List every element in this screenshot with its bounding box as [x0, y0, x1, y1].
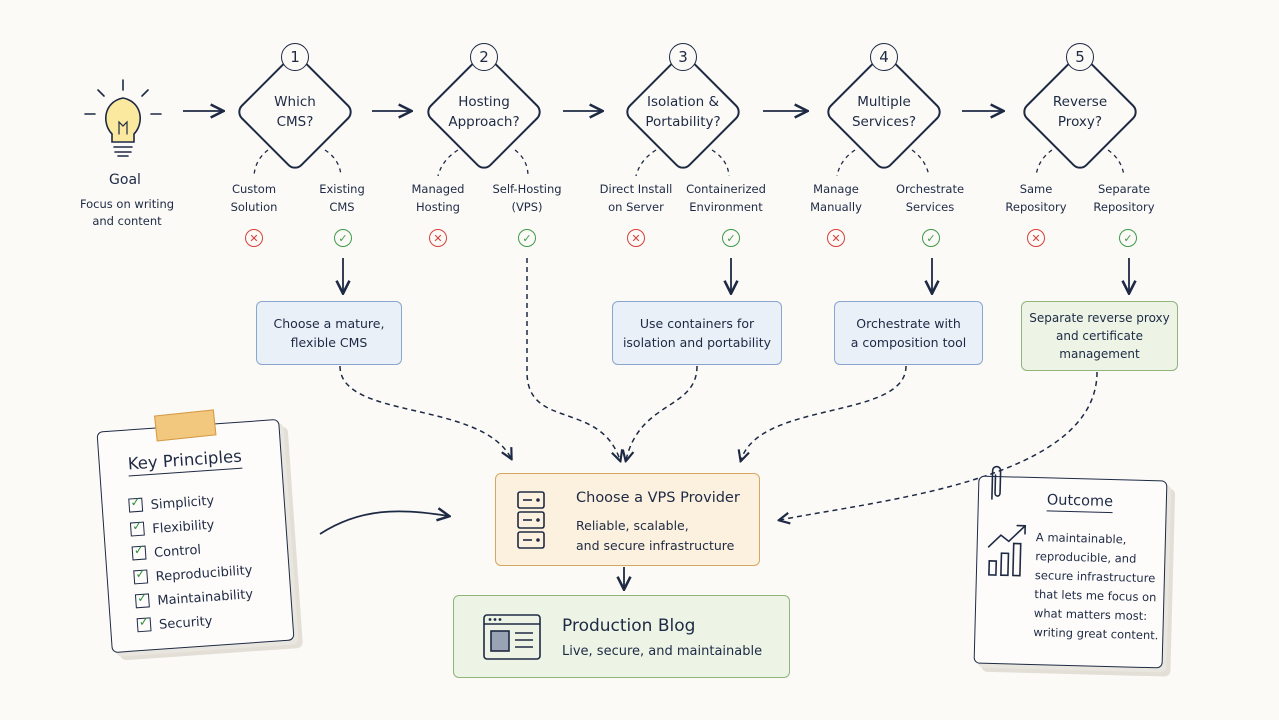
checkbox-icon [136, 617, 152, 633]
decision-box-reverse-proxy: Separate reverse proxy and certificate m… [1021, 301, 1178, 371]
reject-x-icon: ✕ [245, 229, 263, 247]
lightbulb-icon [84, 79, 162, 157]
reject-x-icon: ✕ [1027, 229, 1045, 247]
checkbox-icon [134, 593, 150, 609]
option-label: Separate Repository [1093, 182, 1155, 214]
converge-line [339, 365, 511, 458]
goal-subtitle: Focus on writing and content [79, 197, 175, 228]
browser-window-icon [483, 614, 541, 660]
accept-check-icon: ✓ [722, 229, 740, 247]
decision-diamond-1: Which CMS? [230, 47, 360, 177]
branch-line [253, 149, 269, 177]
diamond-question: Multiple Services? [851, 94, 917, 130]
vps-title: Choose a VPS Provider [576, 490, 740, 506]
tape-decoration [154, 409, 217, 442]
option-label: Manage Manually [810, 182, 862, 214]
principle-label: Reproducibility [155, 563, 253, 585]
option-label: Custom Solution [230, 182, 278, 214]
checkbox-icon [131, 545, 147, 561]
accept-check-icon: ✓ [334, 229, 352, 247]
decision-box-containers: Use containers for isolation and portabi… [612, 301, 782, 365]
step-number-badge: 3 [669, 43, 697, 71]
step-number-badge: 1 [281, 43, 309, 71]
branch-line [437, 149, 459, 177]
option-label: Direct Install on Server [599, 182, 673, 214]
production-blog-box: Production Blog Live, secure, and mainta… [453, 595, 790, 678]
option-label: Managed Hosting [411, 182, 465, 214]
converge-line [741, 365, 907, 460]
option-label: Existing CMS [319, 182, 365, 214]
principle-item: Maintainability [134, 586, 254, 610]
principle-label: Simplicity [150, 493, 215, 514]
converge-line [626, 365, 698, 460]
branch-line [1107, 149, 1125, 177]
reject-x-icon: ✕ [827, 229, 845, 247]
principle-item: Control [131, 542, 202, 563]
step-number-badge: 4 [870, 43, 898, 71]
reject-x-icon: ✕ [627, 229, 645, 247]
branch-line [1035, 149, 1053, 177]
outcome-card: Outcome A maintainable, reproducible, an… [973, 465, 1168, 669]
option-label: Same Repository [1005, 182, 1067, 214]
accept-check-icon: ✓ [922, 229, 940, 247]
goal-title: Goal [109, 172, 141, 188]
vps-provider-box: Choose a VPS Provider Reliable, scalable… [495, 473, 760, 566]
branch-line [514, 149, 529, 177]
checkbox-icon [128, 497, 144, 513]
step-number-badge: 2 [470, 43, 498, 71]
production-title: Production Blog [562, 616, 696, 636]
option-label: Self-Hosting (VPS) [492, 182, 562, 214]
principle-item: Security [136, 613, 213, 634]
converge-line [526, 258, 620, 460]
server-stack-icon [517, 491, 545, 549]
branch-line [911, 149, 930, 177]
branch-line [635, 149, 657, 177]
step-number-badge: 5 [1066, 43, 1094, 71]
diamond-question: Isolation & Portability? [645, 94, 721, 130]
diamond-question: Reverse Proxy? [1052, 94, 1108, 130]
reject-x-icon: ✕ [429, 229, 447, 247]
converge-line [780, 371, 1098, 520]
decision-diamond-2: Hosting Approach? [419, 47, 549, 177]
option-label: Orchestrate Services [895, 182, 965, 214]
principle-label: Control [153, 542, 202, 561]
outcome-text: A maintainable, reproducible, and secure… [1033, 530, 1159, 643]
principle-item: Simplicity [128, 493, 215, 515]
decision-diamond-5: Reverse Proxy? [1015, 47, 1145, 177]
principle-item: Flexibility [129, 517, 215, 539]
decision-box-orchestration: Orchestrate with a composition tool [834, 301, 983, 365]
principles-title: Key Principles [127, 446, 243, 477]
production-subtitle: Live, secure, and maintainable [562, 644, 763, 659]
diamond-question: Which CMS? [274, 94, 316, 130]
accept-check-icon: ✓ [1119, 229, 1137, 247]
checkbox-icon [129, 521, 145, 537]
branch-line [836, 149, 856, 177]
checkbox-icon [133, 569, 149, 585]
branch-line [711, 149, 730, 177]
decision-diamond-3: Isolation & Portability? [618, 47, 748, 177]
decision-diamond-4: Multiple Services? [819, 47, 949, 177]
option-label: Containerized Environment [686, 182, 766, 214]
decision-box-cms: Choose a mature, flexible CMS [256, 301, 402, 365]
diamond-question: Hosting Approach? [448, 94, 520, 130]
key-principles-card: Key Principles Simplicity Flexibility Co… [96, 409, 295, 654]
vps-subtitle: Reliable, scalable, and secure infrastru… [576, 518, 735, 553]
accept-check-icon: ✓ [518, 229, 536, 247]
principle-label: Maintainability [156, 587, 254, 609]
growth-chart-icon [987, 524, 1027, 577]
principles-arrow [319, 511, 448, 535]
principle-label: Flexibility [151, 517, 215, 537]
principle-label: Security [158, 614, 213, 633]
branch-line [324, 149, 342, 177]
outcome-title: Outcome [1046, 492, 1114, 514]
principle-item: Reproducibility [133, 562, 253, 586]
paperclip-icon [991, 465, 1002, 500]
